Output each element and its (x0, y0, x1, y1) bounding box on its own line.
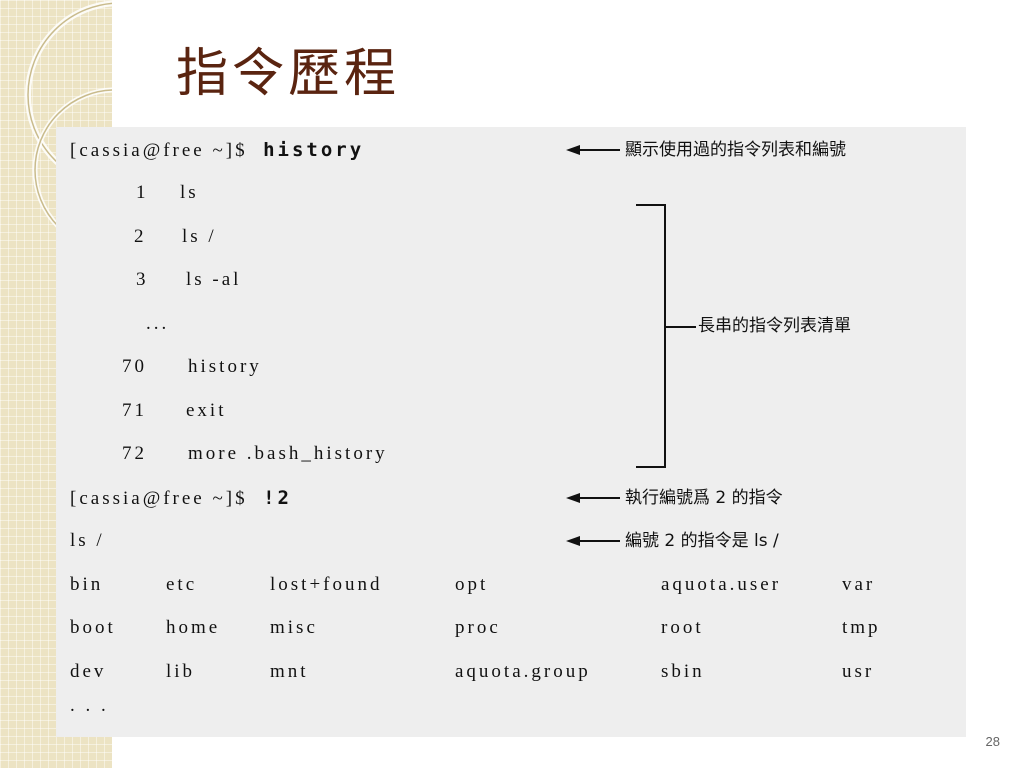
prompt-line-history: [cassia@free ~]$ history (70, 138, 364, 163)
command-history: history (263, 139, 365, 161)
listing-cell: sbin (661, 661, 705, 682)
arrow-line (578, 149, 620, 151)
annotation-history: 顯示使用過的指令列表和編號 (625, 140, 846, 160)
listing-cell: dev (70, 661, 107, 682)
annotation-output: 編號 2 的指令是 ls / (625, 531, 779, 551)
decorative-rings-graphic (25, 0, 112, 253)
listing-cell: bin (70, 574, 104, 595)
prompt-text: [cassia@free ~]$ (70, 488, 248, 509)
listing-cell: boot (70, 617, 116, 638)
slide-title: 指令歷程 (176, 44, 401, 104)
listing-cell: misc (270, 617, 318, 638)
arrow-line (578, 497, 620, 499)
page-number: 28 (985, 734, 1000, 749)
annotation-list: 長串的指令列表清單 (698, 316, 851, 336)
listing-cell: home (166, 617, 221, 638)
listing-cell: lost+found (270, 574, 383, 595)
listing-cell: tmp (842, 617, 881, 638)
listing-cell: usr (842, 661, 875, 682)
command-recall: !2 (263, 487, 292, 509)
listing-cell: opt (455, 574, 489, 595)
listing-more-ellipsis: . . . (70, 695, 109, 716)
listing-cell: etc (166, 574, 198, 595)
arrow-left-icon (566, 536, 580, 546)
listing-cell: var (842, 574, 876, 595)
arrow-left-icon (566, 493, 580, 503)
bracket-pointer-line (664, 326, 696, 328)
arrow-left-icon (566, 145, 580, 155)
prompt-line-recall: [cassia@free ~]$ !2 (70, 486, 292, 511)
listing-cell: mnt (270, 661, 309, 682)
listing-cell: aquota.user (661, 574, 782, 595)
listing-cell: lib (166, 661, 196, 682)
history-list-bracket (636, 204, 666, 468)
history-entry-ellipsis: ... (146, 313, 170, 334)
listing-cell: root (661, 617, 704, 638)
terminal-panel (56, 127, 966, 737)
annotation-recall: 執行編號爲 2 的指令 (625, 488, 783, 508)
listing-cell: aquota.group (455, 661, 591, 682)
recalled-command-output: ls / (70, 530, 105, 551)
arrow-line (578, 540, 620, 542)
prompt-text: [cassia@free ~]$ (70, 140, 248, 161)
listing-cell: proc (455, 617, 501, 638)
